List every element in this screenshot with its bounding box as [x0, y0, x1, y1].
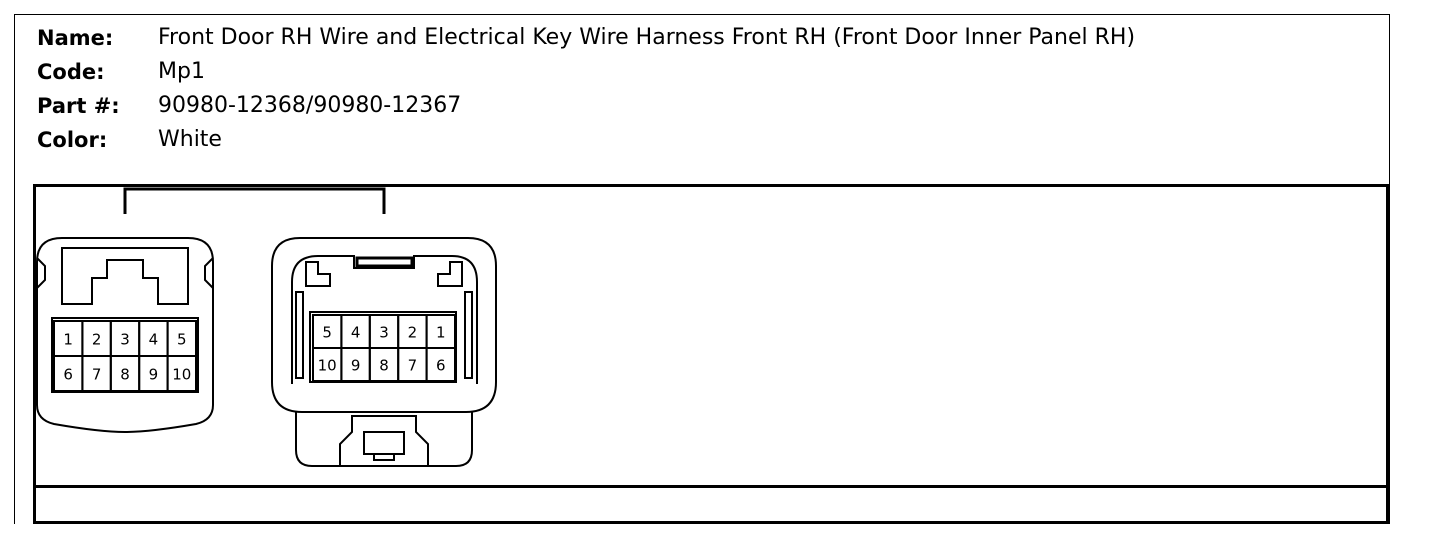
left-pin-label: 7	[92, 366, 102, 384]
left-connector-side-notch-left	[36, 257, 46, 289]
diagram-frame	[14, 14, 1390, 524]
right-pin-label: 7	[408, 357, 418, 375]
left-pin-label: 9	[149, 366, 159, 384]
left-connector-body	[36, 237, 214, 434]
right-pin-label: 1	[436, 324, 446, 342]
right-connector-lock-tab	[339, 415, 429, 466]
left-pin-label: 3	[120, 331, 130, 349]
left-pin-label: 1	[63, 331, 73, 349]
left-pin-label: 5	[177, 331, 187, 349]
right-connector-side-slot-right	[464, 291, 473, 379]
left-pin-label: 4	[149, 331, 159, 349]
right-connector-body	[271, 237, 497, 413]
name-value: Front Door RH Wire and Electrical Key Wi…	[158, 25, 1136, 50]
right-pin-label: 6	[436, 357, 446, 375]
bottom-strip	[33, 488, 1389, 524]
right-pin-cell	[425, 347, 457, 382]
left-pin-label: 2	[92, 331, 102, 349]
right-connector-lock-housing	[295, 412, 473, 467]
connector-panel	[33, 184, 1389, 488]
right-pin-label: 3	[379, 324, 389, 342]
right-connector-guide-right	[437, 261, 463, 287]
left-connector-side-notch-right	[204, 257, 214, 289]
left-pin-label: 10	[172, 366, 191, 384]
right-pin-label: 9	[351, 357, 361, 375]
part-value: 90980-12368/90980-12367	[158, 93, 462, 118]
code-label: Code:	[37, 60, 105, 84]
left-pin-cell	[166, 355, 198, 392]
right-connector-side-slot-left	[295, 291, 304, 379]
part-label: Part #:	[37, 94, 120, 118]
right-pin-label: 10	[318, 357, 337, 375]
right-pin-label: 8	[379, 357, 389, 375]
right-connector-lock-stem	[373, 454, 395, 461]
left-pin-label: 6	[63, 366, 73, 384]
right-pin-label: 5	[322, 324, 332, 342]
code-value: Mp1	[158, 59, 205, 84]
right-connector-lock-button	[363, 431, 405, 455]
left-pin-label: 8	[120, 366, 130, 384]
color-label: Color:	[37, 128, 108, 152]
connector-bracket	[123, 187, 386, 214]
right-connector-guide-left	[305, 261, 331, 287]
right-pin-label: 2	[408, 324, 418, 342]
name-label: Name:	[37, 26, 114, 50]
right-connector-latch-bar	[355, 256, 414, 268]
color-value: White	[158, 127, 222, 152]
right-pin-label: 4	[351, 324, 361, 342]
right-connector-inner-body	[291, 255, 478, 384]
left-connector-latch	[61, 247, 189, 305]
